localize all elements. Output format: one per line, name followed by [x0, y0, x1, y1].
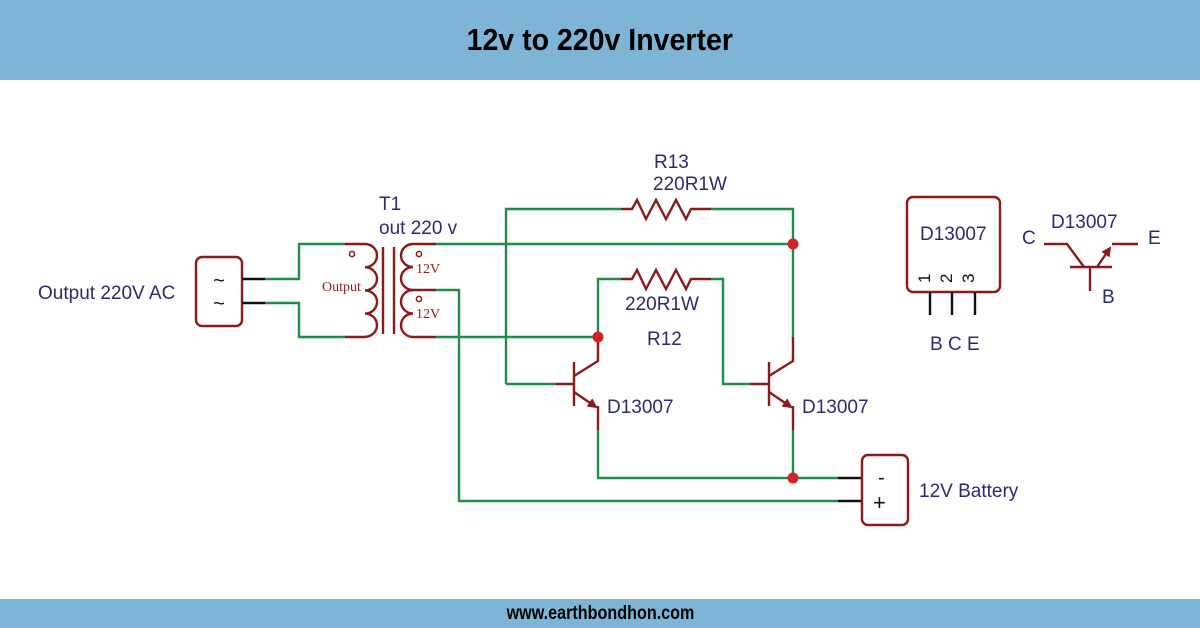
junction-dot [787, 472, 799, 484]
r13-zigzag [621, 197, 711, 222]
q1-emitter-arrow [573, 391, 598, 409]
secondary-bottom-label: 12V [416, 307, 440, 322]
wire-center-tap [436, 288, 838, 503]
pin-number-3: 3 [959, 274, 978, 283]
pin-number-2: 2 [937, 274, 956, 283]
primary-coil [364, 242, 379, 338]
transformer-ref: T1 [379, 194, 401, 215]
symbol-emitter-arrow [1096, 246, 1112, 268]
r12-zigzag [621, 267, 711, 292]
wire-r13-left [504, 207, 621, 384]
transistor-q2: D13007 [750, 337, 869, 430]
wire-ac-top [265, 242, 345, 281]
secondary-bottom-dot [415, 295, 423, 303]
page-title: 12v to 220v Inverter [466, 22, 734, 57]
battery-12v: - + 12V Battery [838, 453, 1019, 527]
symbol-label: D13007 [1051, 212, 1118, 233]
q1-collector [573, 337, 600, 378]
secondary-top-label: 12V [416, 262, 440, 277]
r13-ref: R13 [654, 152, 689, 173]
q2-emitter-arrow [768, 391, 793, 409]
resistor-r13: R13 220R1W [621, 152, 727, 222]
symbol-base-label: B [1102, 287, 1115, 308]
transistor-symbol-legend: D13007 C E B [1022, 212, 1161, 308]
primary-dot [348, 250, 356, 258]
r12-value: 220R1W [625, 294, 699, 315]
header-band: 12v to 220v Inverter [0, 0, 1200, 80]
battery-minus: - [878, 467, 885, 489]
q2-collector [768, 337, 795, 378]
r12-ref: R12 [647, 329, 682, 350]
battery-plus: + [873, 490, 886, 515]
transformer-t1: T1 out 220 v Output 12V 12V [322, 194, 458, 339]
wire-r13-right [711, 207, 795, 244]
website-link[interactable]: www.earthbondhon.com [506, 602, 694, 624]
wire-r12-right [711, 277, 750, 386]
q2-label: D13007 [802, 397, 869, 418]
ac-tilde-bottom: ~ [213, 293, 225, 315]
resistor-r12: 220R1W R12 [621, 267, 711, 350]
ac-output-block: ~ ~ Output 220V AC [38, 255, 265, 328]
q1-label: D13007 [607, 397, 674, 418]
package-label: D13007 [920, 224, 987, 245]
wire-r12-left [596, 277, 621, 337]
r13-value: 220R1W [653, 174, 727, 195]
transistor-package: D13007 1 2 3 B C E [905, 195, 1002, 355]
wire-ac-bottom [265, 301, 345, 339]
symbol-emitter-label: E [1148, 228, 1161, 249]
primary-label: Output [322, 280, 361, 295]
battery-box [860, 453, 910, 527]
junction-dot [592, 331, 604, 343]
pin-number-1: 1 [915, 274, 934, 283]
ac-tilde-top: ~ [213, 270, 225, 292]
ac-output-label: Output 220V AC [38, 283, 175, 304]
battery-label: 12V Battery [919, 481, 1019, 502]
secondary-coil-bottom [399, 288, 414, 339]
secondary-top-dot [415, 250, 423, 258]
pin-names: B C E [930, 334, 980, 355]
junction-dot [787, 238, 799, 250]
package-box [905, 195, 1002, 294]
wires [265, 207, 838, 503]
symbol-collector-line [1044, 242, 1085, 268]
transformer-value: out 220 v [379, 218, 458, 239]
footer-band: www.earthbondhon.com [0, 599, 1200, 628]
transistor-q1: D13007 [556, 337, 674, 430]
wire-q1-emitter [596, 430, 838, 480]
junctions [592, 238, 799, 484]
ac-output-box [194, 255, 244, 328]
symbol-collector-label: C [1022, 228, 1036, 249]
secondary-coil-top [399, 242, 414, 292]
